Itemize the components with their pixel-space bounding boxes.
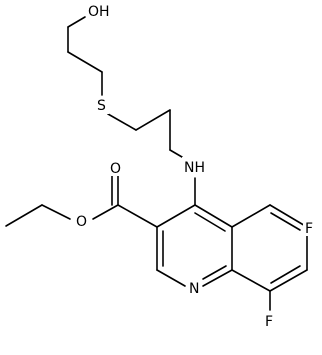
atom-labels: OH S NH O O N F F xyxy=(74,2,317,330)
bond-c4a-c4 xyxy=(194,204,233,228)
bond-c5-c6ring xyxy=(269,204,308,228)
bond-c4a-c4-inner xyxy=(194,212,226,232)
hydroxyl-label: OH xyxy=(88,4,110,20)
bond-c4a-c5 xyxy=(231,204,271,228)
bond-c5-c6ring-inner xyxy=(270,212,301,231)
bond-c7-c8 xyxy=(269,269,308,292)
amine-label: NH xyxy=(184,160,205,176)
bond-c8-c8a xyxy=(231,269,271,292)
bond-c4-c3 xyxy=(156,204,196,228)
bond-c6-n xyxy=(169,149,183,158)
bond-c4-c5 xyxy=(135,109,171,131)
ester-oxygen-label: O xyxy=(76,214,87,230)
bond-c7-c8-inner xyxy=(270,265,301,284)
bond-ch2-ch3 xyxy=(5,204,43,227)
bond-ccarbonyl-oester xyxy=(92,204,119,220)
sulfur-label: S xyxy=(97,98,106,114)
bond-c2-n1 xyxy=(156,269,186,287)
bond-c2-c3 xyxy=(67,51,103,73)
bond-s-c4 xyxy=(107,113,137,131)
bond-c3-ccarbonyl xyxy=(117,204,158,228)
ring-nitrogen-label: N xyxy=(189,281,199,297)
bond-oester-ch2 xyxy=(41,204,71,220)
bonds xyxy=(5,16,308,311)
fluorine-8-label: F xyxy=(265,314,273,330)
bond-n1-c8a xyxy=(202,269,233,287)
bond-o-c1 xyxy=(67,16,86,28)
carbonyl-oxygen-label: O xyxy=(110,161,121,177)
fluorine-6-label: F xyxy=(305,221,313,237)
bond-n1-c8a-inner xyxy=(202,265,227,280)
